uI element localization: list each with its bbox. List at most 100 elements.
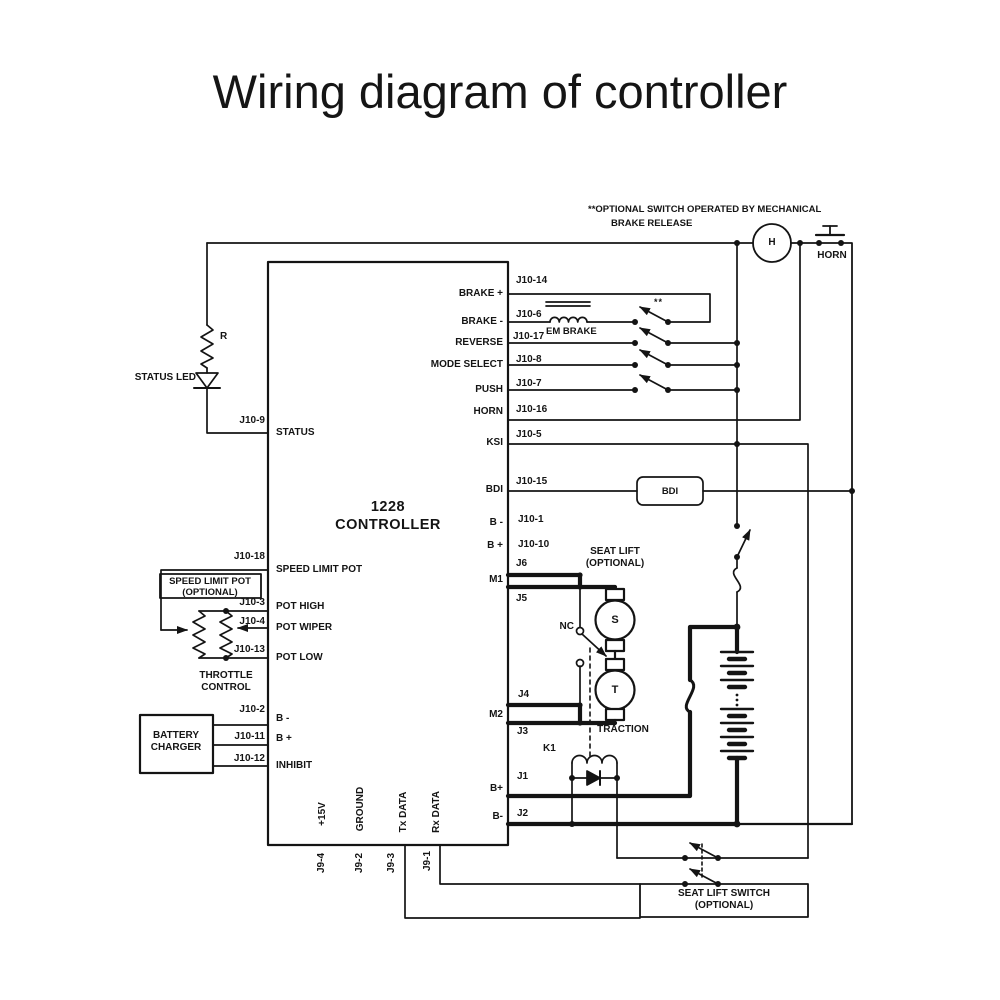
push-switch-icon <box>639 374 669 391</box>
port-label-15v: +15V <box>317 802 328 826</box>
port-label-pot-low: POT LOW <box>276 652 323 663</box>
pin-label-j10-5: J10-5 <box>516 429 542 440</box>
nc-switch-label: NC <box>559 621 574 632</box>
horn-device-label: H <box>768 237 776 248</box>
port-label-m2: M2 <box>489 709 503 720</box>
port-label-pot-high: POT HIGH <box>276 601 325 612</box>
battery-charger-box <box>138 713 215 775</box>
charger-label-line2: CHARGER <box>150 742 202 753</box>
throttle-label-line1: THROTTLE <box>199 670 253 681</box>
traction-label: TRACTION <box>597 724 649 735</box>
port-label-mode-select: MODE SELECT <box>430 359 503 370</box>
bdi-box-label: BDI <box>661 486 679 497</box>
seat-lift-label-line2: (OPTIONAL) <box>585 558 645 569</box>
pin-label-j10-6: J10-6 <box>516 309 542 320</box>
port-label-bdi: BDI <box>485 484 503 495</box>
port-label-b-plus-main: B+ <box>489 783 503 794</box>
pin-label-j10-10: J10-10 <box>518 539 550 550</box>
nc-switch <box>575 586 607 706</box>
k1-coil-icon <box>571 754 618 764</box>
controller-box <box>266 260 510 847</box>
pin-label-j3: J3 <box>517 726 529 737</box>
pin-label-j4: J4 <box>518 689 530 700</box>
seat-lift-switch-label-box <box>639 883 809 918</box>
pin-label-j10-7: J10-7 <box>516 378 542 389</box>
port-label-reverse: REVERSE <box>455 337 503 348</box>
pin-label-j10-17: J10-17 <box>513 331 545 342</box>
motors <box>594 585 636 725</box>
pin-label-j10-4: J10-4 <box>239 616 265 627</box>
breaker-squiggle-icon <box>732 567 742 593</box>
em-brake-coil-icon <box>549 316 588 323</box>
note-line1: **OPTIONAL SWITCH OPERATED BY MECHANICAL <box>588 204 822 215</box>
port-label-status: STATUS <box>276 427 315 438</box>
nc-contact-top <box>575 626 585 636</box>
nc-blade-icon <box>581 633 607 657</box>
pin-label-j9-1: J9-1 <box>422 850 433 872</box>
controller-name-line1: 1228 <box>370 499 406 515</box>
pin-label-j9-3: J9-3 <box>386 852 397 874</box>
ksi-bus-key-switch <box>732 242 751 628</box>
seat-lift-switch-circuit <box>404 842 809 919</box>
status-led-branch <box>193 242 754 434</box>
port-label-push: PUSH <box>475 384 503 395</box>
pin-label-j10-8: J10-8 <box>516 354 542 365</box>
brake-switch-asterisks: ** <box>654 297 664 307</box>
seat-motor-label: S <box>611 614 619 626</box>
horn-circuit <box>752 223 853 825</box>
pin-label-j10-3: J10-3 <box>239 597 265 608</box>
junction-dots <box>223 240 855 887</box>
note-line2: BRAKE RELEASE <box>611 218 693 229</box>
pin-label-j10-14: J10-14 <box>516 275 548 286</box>
pin-label-j10-11: J10-11 <box>234 731 265 742</box>
port-label-b-plus: B + <box>487 540 503 551</box>
pin-label-j10-1: J10-1 <box>518 514 544 525</box>
speed-pot-label-box <box>159 573 262 599</box>
brake-release-switch-icon <box>639 306 669 323</box>
port-label-speed-limit-pot: SPEED LIMIT POT <box>276 564 363 575</box>
pin-label-j6: J6 <box>516 558 528 569</box>
controller-name-line2: CONTROLLER <box>335 517 441 533</box>
page-title: Wiring diagram of controller <box>212 65 788 118</box>
k1-contactor <box>571 754 618 859</box>
diode-icon <box>586 770 601 786</box>
traction-motor-label: T <box>611 684 619 696</box>
seat-lift-switch-label-line1: SEAT LIFT SWITCH <box>677 888 771 899</box>
port-label-brake-plus: BRAKE + <box>458 288 503 299</box>
throttle-label-line2: CONTROL <box>201 682 251 693</box>
battery-icon <box>719 650 755 761</box>
port-label-b-minus: B - <box>489 517 503 528</box>
pin-label-j5: J5 <box>516 593 528 604</box>
pin-label-j9-2: J9-2 <box>354 852 365 874</box>
port-label-horn: HORN <box>473 406 503 417</box>
port-label-inhibit: INHIBIT <box>276 760 313 771</box>
seat-lift-switch-lower-icon <box>689 868 719 885</box>
pin-label-j1: J1 <box>517 771 529 782</box>
mode-select-switch-icon <box>639 349 669 366</box>
mechanical-links <box>589 647 703 879</box>
throttle-circuit <box>159 569 269 659</box>
horn-switch-label: HORN <box>817 250 847 261</box>
port-label-brake-minus: BRAKE - <box>461 316 503 327</box>
horn-ksi-bdi-wires <box>507 242 853 859</box>
pin-label-j10-2: J10-2 <box>239 704 265 715</box>
pin-label-j10-18: J10-18 <box>233 551 265 562</box>
pin-label-j10-12: J10-12 <box>233 753 265 764</box>
pin-label-j10-9: J10-9 <box>239 415 265 426</box>
port-label-pot-wiper: POT WIPER <box>276 622 333 633</box>
circuit-breaker-icon <box>684 678 696 714</box>
seat-lift-switch-upper-icon <box>689 842 719 859</box>
k1-label: K1 <box>543 743 556 754</box>
throttle-pot-icon <box>219 610 233 659</box>
power-wires <box>505 624 854 827</box>
port-label-tx-data: Tx DATA <box>398 791 409 833</box>
resistor-symbol <box>200 324 214 369</box>
port-label-ground: GROUND <box>355 786 366 832</box>
speed-pot-label-line1: SPEED LIMIT POT <box>169 576 251 587</box>
port-label-b-minus-main: B- <box>492 811 503 822</box>
port-label-b-plus-chg: B + <box>276 733 292 744</box>
seat-lift-label-line1: SEAT LIFT <box>590 546 640 557</box>
battery-charger-circuit <box>138 713 269 775</box>
